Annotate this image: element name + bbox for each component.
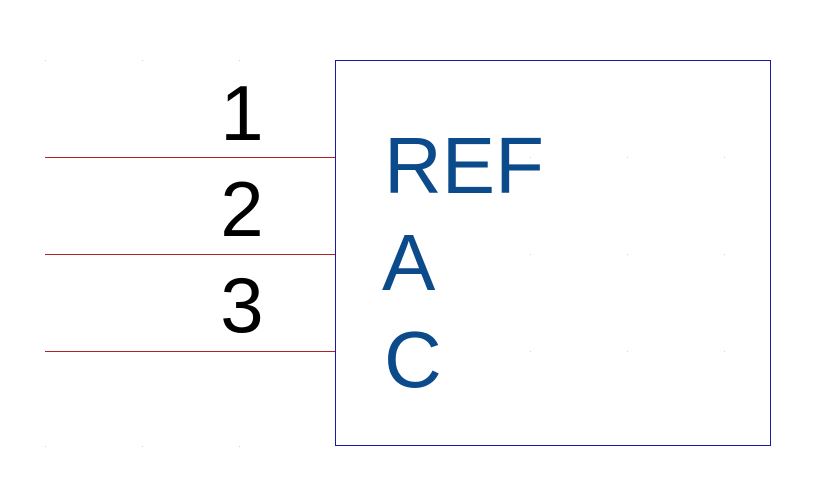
component-body[interactable] <box>335 60 771 446</box>
grid-dot <box>627 351 628 352</box>
pin-1-line[interactable] <box>45 157 335 158</box>
pin-1-name: REF <box>384 121 544 210</box>
grid-dot <box>530 157 531 158</box>
pin-3-number: 3 <box>220 261 264 349</box>
grid-dot <box>627 157 628 158</box>
grid-dot <box>530 351 531 352</box>
pin-1-number: 1 <box>220 69 264 157</box>
grid-dot <box>45 446 46 447</box>
grid-dot <box>627 254 628 255</box>
grid-dot <box>239 60 240 61</box>
pin-2-line[interactable] <box>45 254 335 255</box>
pin-3-line[interactable] <box>45 351 335 352</box>
grid-dot <box>724 351 725 352</box>
grid-dot <box>239 446 240 447</box>
pin-3-name: C <box>384 315 442 404</box>
grid-dot <box>724 254 725 255</box>
grid-dot <box>142 60 143 61</box>
grid-dot <box>45 60 46 61</box>
grid-dot <box>142 446 143 447</box>
pin-2-name: A <box>382 218 436 307</box>
grid-dot <box>724 157 725 158</box>
pin-2-number: 2 <box>220 165 264 253</box>
grid-dot <box>530 254 531 255</box>
